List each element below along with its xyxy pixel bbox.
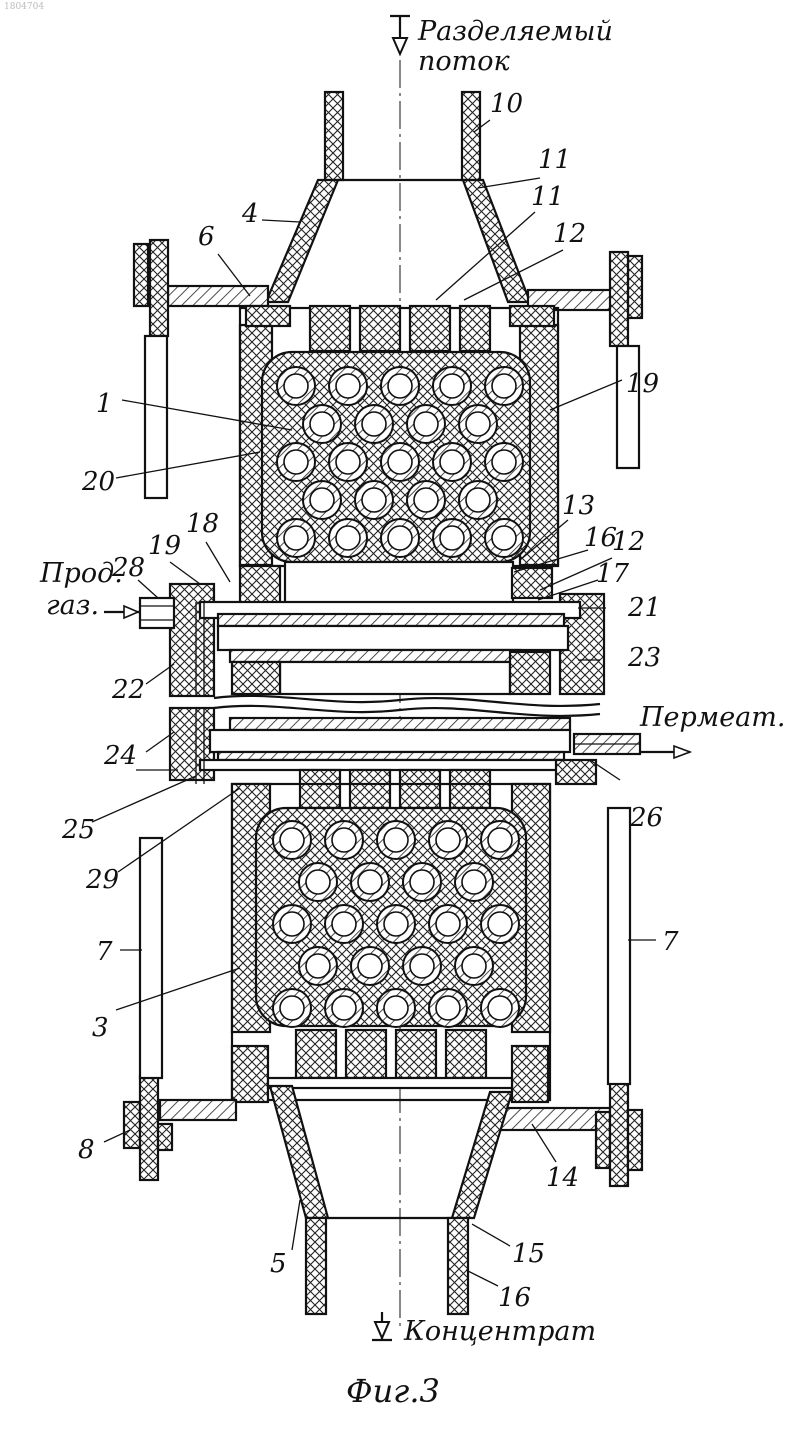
upper-tube-bore — [414, 412, 438, 436]
inlet-pipe — [325, 92, 480, 180]
purge-gas-label-line1: Прод. — [39, 558, 123, 589]
callout-6: 6 — [198, 222, 215, 252]
upper-tube-bore — [414, 488, 438, 512]
callout-9: 10 — [490, 89, 523, 119]
lower-tube-bore — [332, 912, 356, 936]
callout-22: 21 — [627, 593, 661, 623]
lower-tube-bore — [358, 954, 382, 978]
upper-tube-bore — [284, 374, 308, 398]
lower-tube-bore — [410, 954, 434, 978]
callout-21: 20 — [81, 467, 115, 497]
figure-caption: Фиг.3 — [346, 1372, 440, 1410]
callout-14: 15 — [512, 1239, 545, 1269]
callout-27: 26 — [629, 803, 663, 833]
upper-tube-bore — [440, 374, 464, 398]
inlet-label-line1: Разделяемый — [417, 16, 613, 47]
lower-tube-bore — [306, 954, 330, 978]
upper-tube-bore — [310, 412, 334, 436]
callout-24: 23 — [627, 643, 661, 673]
lower-tube-bore — [280, 828, 304, 852]
lower-tube-bore — [306, 870, 330, 894]
lower-tube-bore — [332, 996, 356, 1020]
upper-tube-bore — [492, 526, 516, 550]
upper-tube-bore — [440, 450, 464, 474]
lower-tube-bore — [488, 912, 512, 936]
callout-15: 16 — [498, 1283, 531, 1313]
upper-tube-bore — [284, 450, 308, 474]
upper-tube-bore — [388, 526, 412, 550]
callout-29: 29 — [85, 865, 119, 895]
upper-tube-bore — [440, 526, 464, 550]
upper-tube-sheet — [310, 306, 490, 351]
lower-tube-bore — [280, 912, 304, 936]
callout-8: 8 — [78, 1135, 95, 1165]
permeate-label: Пермеат. — [639, 702, 785, 733]
outlet-pipe — [306, 1218, 468, 1314]
callout-25: 24 — [103, 741, 137, 771]
inlet-cone — [266, 180, 530, 302]
inlet-label-line2: поток — [418, 46, 511, 77]
lower-tube-bore — [436, 996, 460, 1020]
upper-tube-bore — [362, 488, 386, 512]
central-section — [140, 584, 640, 784]
lower-tube-bore — [280, 996, 304, 1020]
lower-tube-bore — [384, 828, 408, 852]
lower-tube-bundle — [256, 808, 526, 1027]
upper-tube-bore — [466, 412, 490, 436]
lower-tube-bore — [488, 996, 512, 1020]
outlet-arrow — [372, 1312, 392, 1340]
callout-11-mid: 12 — [612, 527, 645, 557]
outlet-cone — [270, 1086, 512, 1218]
upper-tube-bore — [336, 374, 360, 398]
callout-23: 22 — [111, 675, 145, 705]
callout-26: 25 — [61, 815, 95, 845]
callout-10: 11 — [538, 145, 571, 175]
lower-tube-bore — [462, 954, 486, 978]
lower-tube-bore — [358, 870, 382, 894]
purge-gas-arrow — [104, 606, 140, 618]
upper-collector — [240, 562, 552, 606]
callout-13: 14 — [546, 1163, 579, 1193]
lower-tube-bore — [384, 996, 408, 1020]
callout-3: 3 — [92, 1013, 109, 1043]
callout-19: 19 — [148, 531, 181, 561]
callout-4: 4 — [241, 199, 259, 229]
permeate-arrow — [640, 746, 690, 758]
inlet-arrow — [390, 16, 410, 54]
upper-tube-bore — [492, 450, 516, 474]
outlet-label: Концентрат — [403, 1316, 596, 1347]
lower-tube-bore — [462, 870, 486, 894]
purge-gas-label-line2: газ. — [46, 590, 99, 621]
callout-20: 19 — [626, 369, 659, 399]
callout-5: 5 — [270, 1249, 287, 1279]
lower-tube-sheet-top — [300, 770, 490, 808]
callout-12-mid: 13 — [562, 491, 595, 521]
callout-1: 1 — [96, 389, 113, 419]
upper-tube-bore — [492, 374, 516, 398]
callout-7-left: 7 — [96, 937, 113, 967]
upper-tube-bore — [362, 412, 386, 436]
upper-tube-bore — [466, 488, 490, 512]
upper-tube-bundle — [262, 352, 530, 562]
lower-tube-bore — [332, 828, 356, 852]
upper-tube-bore — [388, 374, 412, 398]
lower-tube-bore — [436, 912, 460, 936]
upper-tube-bore — [336, 450, 360, 474]
lower-tube-bore — [488, 828, 512, 852]
callout-12-top: 12 — [553, 219, 586, 249]
lower-tube-bore — [436, 828, 460, 852]
lower-tube-bore — [410, 870, 434, 894]
upper-tube-bore — [336, 526, 360, 550]
upper-tube-bore — [388, 450, 412, 474]
upper-tube-bore — [310, 488, 334, 512]
lower-tube-bore — [384, 912, 408, 936]
callout-7-right: 7 — [662, 927, 679, 957]
callout-11-top: 11 — [531, 182, 564, 212]
watermark-text: 1804704 — [4, 2, 44, 12]
callout-17: 17 — [596, 559, 630, 589]
upper-tube-bore — [284, 526, 308, 550]
callout-18: 18 — [186, 509, 219, 539]
